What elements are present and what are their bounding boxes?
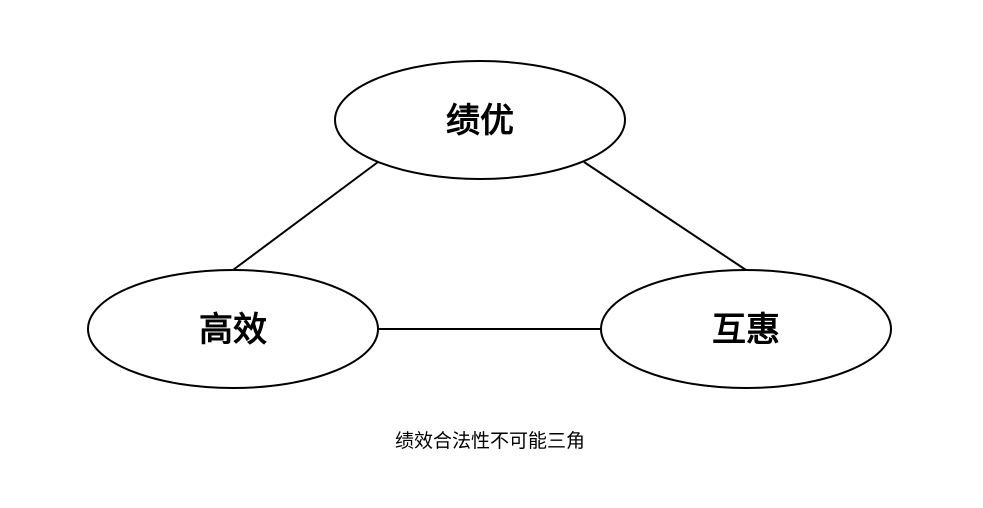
node-top-ellipse — [334, 60, 626, 180]
node-right-label: 互惠 — [712, 310, 780, 350]
edge-top-right — [583, 161, 747, 271]
edge-top-left — [232, 161, 379, 271]
node-right-ellipse — [600, 269, 892, 389]
diagram-caption: 绩效合法性不可能三角 — [395, 430, 585, 452]
node-left-ellipse — [87, 269, 379, 389]
node-right: 互惠 — [600, 269, 892, 389]
node-left-label: 高效 — [199, 310, 267, 350]
node-left: 高效 — [87, 269, 379, 389]
node-top-label: 绩优 — [446, 101, 514, 141]
node-top: 绩优 — [334, 60, 626, 180]
